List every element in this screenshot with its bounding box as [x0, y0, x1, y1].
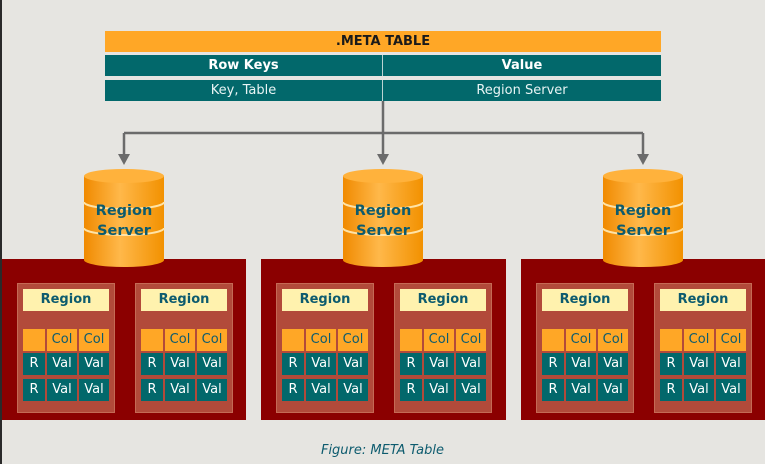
value-cell: Val [684, 379, 714, 401]
region-label: Region [542, 289, 628, 311]
value-cell: Val [47, 379, 77, 401]
region-label: Region [23, 289, 109, 311]
value-cell: Val [165, 379, 195, 401]
value-cell: Val [424, 353, 454, 375]
column-header-cell: Col [424, 329, 454, 351]
value-cell: Val [566, 353, 596, 375]
column-header-cell: Col [456, 329, 486, 351]
meta-table-data-row: Key, Table Region Server [105, 80, 661, 101]
column-header-cell: Col [566, 329, 596, 351]
row-key-cell: R [141, 379, 163, 401]
value-cell: Val [338, 353, 368, 375]
value-cell: Val [197, 379, 227, 401]
region-server-label-line1: Region [95, 203, 153, 219]
region-label: Region [141, 289, 227, 311]
region-server-label-line1: Region [354, 203, 412, 219]
region-server-label-line2: Server [616, 223, 670, 239]
value-cell: Val [424, 379, 454, 401]
value-cell: Val [338, 379, 368, 401]
value-cell: Val [165, 353, 195, 375]
meta-table-header-row: Row Keys Value [105, 55, 661, 76]
meta-header-row-keys: Row Keys [105, 55, 383, 76]
region-server-cylinder-icon: Region Server [342, 168, 424, 268]
row-key-cell: R [542, 379, 564, 401]
meta-cell-region-server: Region Server [476, 83, 568, 98]
column-header-cell: Col [684, 329, 714, 351]
row-key-cell: R [660, 353, 682, 375]
region-server-label-line2: Server [356, 223, 410, 239]
column-header-cell: Col [197, 329, 227, 351]
arrowhead-right [637, 154, 649, 165]
corner-cell [542, 329, 564, 351]
left-edge-strip [0, 0, 2, 464]
region-server-label: Region Server [342, 201, 424, 241]
region-server-cylinder-icon: Region Server [602, 168, 684, 268]
region-server-label: Region Server [83, 201, 165, 241]
value-cell: Val [79, 353, 109, 375]
region-server-label-line2: Server [97, 223, 151, 239]
column-header-cell: Col [165, 329, 195, 351]
value-cell: Val [566, 379, 596, 401]
row-key-cell: R [23, 379, 45, 401]
region-server-label: Region Server [602, 201, 684, 241]
column-header-cell: Col [716, 329, 746, 351]
row-key-cell: R [542, 353, 564, 375]
corner-cell [23, 329, 45, 351]
database-icon [342, 169, 424, 267]
arrowhead-left [118, 154, 130, 165]
meta-cell-key-table: Key, Table [105, 80, 383, 101]
region-server-label-line1: Region [614, 203, 672, 219]
row-key-cell: R [141, 353, 163, 375]
database-icon [83, 169, 165, 267]
corner-cell [141, 329, 163, 351]
value-cell: Val [716, 379, 746, 401]
value-cell: Val [598, 379, 628, 401]
row-key-cell: R [660, 379, 682, 401]
row-key-cell: R [282, 353, 304, 375]
arrowhead-center [377, 154, 389, 165]
corner-cell [400, 329, 422, 351]
value-cell: Val [456, 379, 486, 401]
database-icon [602, 169, 684, 267]
value-cell: Val [456, 353, 486, 375]
column-header-cell: Col [79, 329, 109, 351]
row-key-cell: R [282, 379, 304, 401]
meta-header-value: Value [501, 58, 543, 73]
row-key-cell: R [400, 353, 422, 375]
row-key-cell: R [400, 379, 422, 401]
meta-table-title: .META TABLE [105, 31, 661, 52]
corner-cell [282, 329, 304, 351]
column-header-cell: Col [306, 329, 336, 351]
value-cell: Val [684, 353, 714, 375]
region-server-cylinder-icon: Region Server [83, 168, 165, 268]
region-label: Region [400, 289, 486, 311]
column-header-cell: Col [47, 329, 77, 351]
corner-cell [660, 329, 682, 351]
row-key-cell: R [23, 353, 45, 375]
value-cell: Val [716, 353, 746, 375]
value-cell: Val [197, 353, 227, 375]
value-cell: Val [47, 353, 77, 375]
figure-caption: Figure: META Table [320, 443, 445, 458]
region-label: Region [282, 289, 368, 311]
column-header-cell: Col [598, 329, 628, 351]
column-header-cell: Col [338, 329, 368, 351]
value-cell: Val [598, 353, 628, 375]
region-label: Region [660, 289, 746, 311]
value-cell: Val [306, 379, 336, 401]
value-cell: Val [79, 379, 109, 401]
value-cell: Val [306, 353, 336, 375]
